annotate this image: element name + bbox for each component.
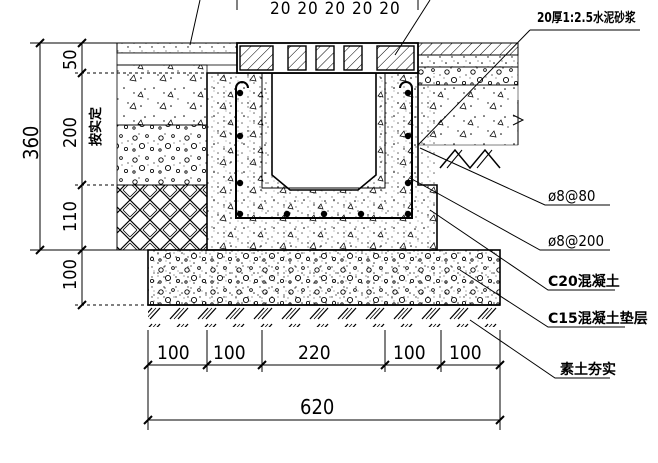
side-note: 按实定	[88, 107, 104, 146]
dim-200: 200	[60, 117, 81, 148]
callout-c20: C20混凝土	[548, 273, 620, 290]
callout-soil: 素土夯实	[560, 361, 616, 378]
dim-110: 110	[60, 201, 81, 232]
horizontal-dimensions	[143, 330, 505, 430]
callout-rebar-80: ø8@80	[548, 187, 596, 205]
dim-100-cushion: 100	[60, 259, 81, 290]
callout-rebar-200: ø8@200	[548, 232, 604, 250]
callout-c15: C15混凝土垫层	[548, 310, 648, 327]
reinforcement-bars	[235, 81, 413, 219]
c20-concrete-channel	[206, 72, 438, 251]
leader-lines	[189, 0, 640, 379]
compacted-soil	[148, 304, 500, 327]
paving-note: 20厚1:2.5水泥砂浆	[537, 10, 636, 25]
bottom-dim-5: 100	[449, 342, 482, 364]
dim-50: 50	[60, 49, 81, 70]
bottom-dim-1: 100	[157, 342, 190, 364]
bottom-dim-2: 100	[213, 342, 246, 364]
top-dim-text: 20 20 20 20 20	[270, 0, 401, 19]
bottom-dim-4: 100	[393, 342, 426, 364]
vertical-dimensions	[30, 38, 207, 310]
drain-grate	[236, 42, 419, 74]
bottom-dim-3: 220	[298, 342, 331, 364]
bottom-dim-total: 620	[300, 395, 334, 419]
dim-total-height: 360	[19, 126, 43, 160]
